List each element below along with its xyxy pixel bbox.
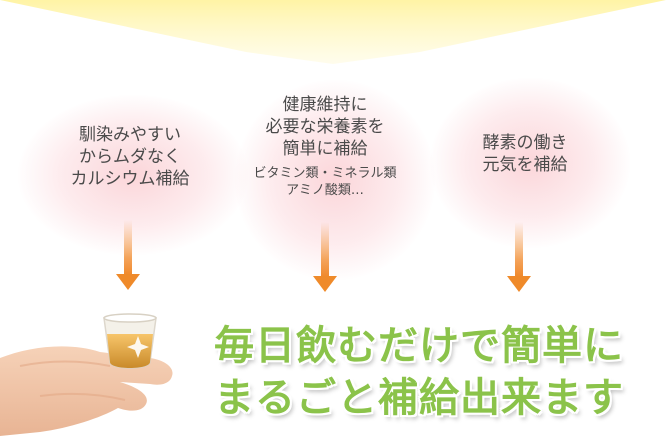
benefit-calcium: 馴染みやすい からムダなく カルシウム補給 bbox=[40, 124, 220, 190]
main-headline: 毎日飲むだけで簡単に まるごと補給出来ます bbox=[176, 320, 662, 424]
benefit-subline: アミノ酸類… bbox=[286, 183, 364, 198]
benefit-line: 必要な栄養素を bbox=[265, 117, 385, 137]
benefit-enzymes: 酵素の働き 元気を補給 bbox=[435, 132, 615, 176]
hand-holding-cup-illustration bbox=[0, 313, 173, 436]
benefit-line: 酵素の働き bbox=[482, 133, 568, 153]
pink-glow-center bbox=[235, 80, 435, 280]
benefit-line: からムダなく bbox=[79, 147, 181, 167]
top-light-funnel bbox=[0, 0, 666, 64]
benefit-line: 簡単に補給 bbox=[282, 139, 368, 159]
arrow-down-icon bbox=[507, 222, 531, 292]
pink-glow-left bbox=[18, 95, 248, 255]
arrow-down-icon bbox=[313, 222, 337, 292]
benefit-line: 健康維持に bbox=[282, 95, 368, 115]
benefit-subline: ビタミン類・ミネラル類 bbox=[253, 166, 397, 181]
benefit-line: カルシウム補給 bbox=[70, 169, 190, 189]
pink-glow-right bbox=[430, 78, 630, 248]
headline-line-1: 毎日飲むだけで簡単に bbox=[214, 323, 624, 369]
benefit-nutrients: 健康維持に 必要な栄養素を 簡単に補給 ビタミン類・ミネラル類 アミノ酸類… bbox=[225, 94, 425, 199]
headline-line-2: まるごと補給出来ます bbox=[214, 375, 624, 421]
benefit-line: 元気を補給 bbox=[482, 155, 568, 175]
arrow-down-icon bbox=[116, 220, 140, 290]
benefit-line: 馴染みやすい bbox=[79, 125, 181, 145]
